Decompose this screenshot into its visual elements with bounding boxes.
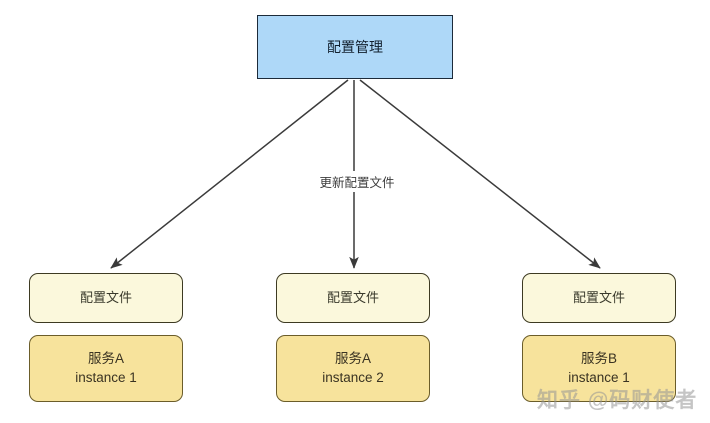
watermark: 知乎 @码财使者 (537, 389, 698, 412)
node-config-management-label: 配置管理 (327, 38, 383, 55)
node-service-3-instance: instance 1 (568, 369, 630, 385)
node-config-management: 配置管理 (257, 15, 453, 79)
edge-label-update-config: 更新配置文件 (300, 171, 414, 192)
node-config-file-2: 配置文件 (276, 273, 430, 323)
node-config-file-1-label: 配置文件 (79, 290, 132, 306)
node-service-2-name: 服务A (334, 351, 371, 367)
node-config-file-2-label: 配置文件 (326, 290, 379, 306)
node-service-3: 服务B instance 1 (522, 335, 676, 402)
node-service-2: 服务A instance 2 (276, 335, 430, 402)
node-service-2-instance: instance 2 (322, 369, 384, 385)
node-service-1-instance: instance 1 (75, 369, 137, 385)
node-service-1-name: 服务A (87, 351, 124, 367)
node-service-1: 服务A instance 1 (29, 335, 183, 402)
node-config-file-3-label: 配置文件 (572, 290, 625, 306)
node-config-file-1: 配置文件 (29, 273, 183, 323)
node-service-3-name: 服务B (580, 351, 617, 367)
node-config-file-3: 配置文件 (522, 273, 676, 323)
